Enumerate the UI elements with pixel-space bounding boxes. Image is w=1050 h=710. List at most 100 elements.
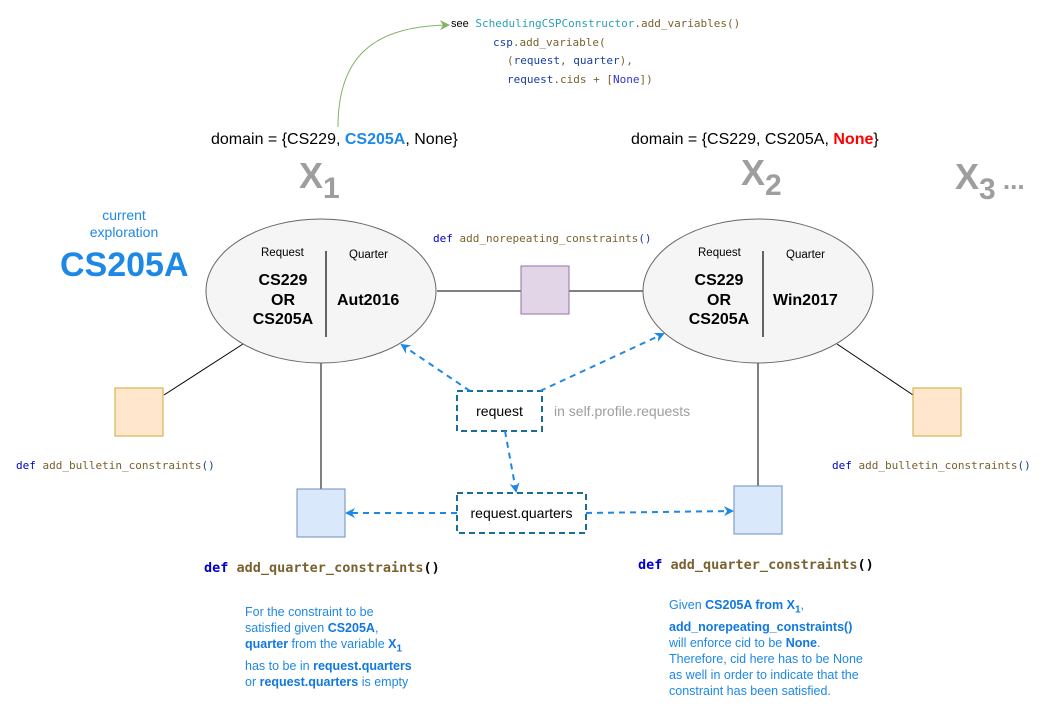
quarters-box-label: request.quarters <box>470 505 573 521</box>
note-left: For the constraint to be satisfied given… <box>245 604 412 690</box>
x1-request-value: CS229 <box>258 272 308 289</box>
norepeat-factor[interactable] <box>520 265 570 315</box>
domain-x1: domain = {CS229, CS205A, None} <box>211 131 458 149</box>
variable-x1-node[interactable] <box>205 218 437 364</box>
parens: () <box>857 557 874 573</box>
note-right: Given CS205A from X1, add_norepeating_co… <box>669 597 863 699</box>
function-name: add_norepeating_constraints <box>459 232 639 245</box>
note-text: or <box>245 674 260 689</box>
norepeat-label: def add_norepeating_constraints() <box>433 232 652 245</box>
parens: () <box>1017 459 1031 472</box>
note-text: from the variable <box>288 637 389 651</box>
quarter-factor-left[interactable] <box>296 488 346 538</box>
note-bold: CS205A <box>327 621 375 635</box>
code-add-variable: .add_variable( <box>512 35 606 49</box>
x1-letter: X <box>299 155 324 196</box>
exploration-value: CS205A <box>60 246 189 284</box>
x1-quarter-header: Quarter <box>349 249 388 261</box>
request-source-note: in self.profile.requests <box>554 403 691 419</box>
note-right-line: constraint has been satisfied. <box>669 683 831 698</box>
quarter-label-left: def add_quarter_constraints() <box>204 560 440 576</box>
note-text: will enforce cid to be <box>669 635 786 650</box>
request-box-label: request <box>476 403 523 419</box>
parens: () <box>638 232 652 245</box>
code-paren-close: ), <box>619 54 633 67</box>
function-name: add_quarter_constraints <box>670 557 858 573</box>
x2-request-value: CS205A <box>688 311 750 328</box>
def-keyword: def <box>204 560 229 576</box>
def-keyword: def <box>433 232 453 245</box>
note-right-line: as well in order to indicate that the <box>669 667 859 682</box>
class-name: SchedulingCSPConstructor <box>475 17 635 30</box>
method-name: .add_variables() <box>634 17 741 30</box>
note-text: Given <box>669 598 706 612</box>
x2-request-values: CS229 OR CS205A <box>679 271 759 330</box>
domain-x2-suffix: } <box>873 131 879 148</box>
note-text: is empty <box>358 674 409 689</box>
domain-x1-highlight: CS205A <box>344 131 406 148</box>
code-quarter: quarter <box>573 54 620 67</box>
def-keyword: def <box>832 459 852 472</box>
note-bold: add_norepeating_constraints() <box>669 619 853 634</box>
domain-x1-prefix: domain = {CS229, <box>211 131 345 148</box>
exploration-caption-line2: exploration <box>89 224 159 240</box>
parens: () <box>201 459 215 472</box>
x3-ellipsis: ... <box>995 165 1025 195</box>
reference-arrow <box>337 20 450 128</box>
quarter-factor-right[interactable] <box>733 485 783 535</box>
variable-x2-node[interactable] <box>642 218 874 364</box>
note-subscript: 1 <box>794 604 801 616</box>
x2-subscript: 2 <box>765 169 782 202</box>
code-end: ]) <box>639 72 653 86</box>
x1-quarter-value: Aut2016 <box>337 292 400 309</box>
x2-quarter-value: Win2017 <box>773 292 838 309</box>
note-text: , <box>800 598 805 612</box>
x3-subscript: 3 <box>979 173 996 206</box>
note-left-line: For the constraint to be <box>245 605 374 619</box>
note-text: . <box>816 635 821 650</box>
bulletin-factor-right[interactable] <box>912 387 962 437</box>
x1-request-values: CS229 OR CS205A <box>243 271 323 330</box>
x1-request-or: OR <box>271 291 295 309</box>
x3-letter: X <box>955 156 980 197</box>
request-box[interactable] <box>456 390 543 432</box>
code-paren-open: ( <box>507 54 514 67</box>
quarters-box[interactable] <box>456 492 587 534</box>
flow-request-to-x1 <box>400 343 471 392</box>
x1-request-value: CS205A <box>252 311 314 328</box>
edge-x2-bulletin <box>836 343 914 396</box>
note-bold: request.quarters <box>259 674 359 689</box>
code-cids: .cids + [ <box>553 72 613 86</box>
def-keyword: def <box>16 459 36 472</box>
x1-request-header: Request <box>261 247 304 259</box>
exploration-caption: current exploration <box>60 207 188 241</box>
note-text: satisfied given <box>245 621 328 635</box>
bulletin-factor-left[interactable] <box>114 387 164 437</box>
domain-x1-suffix: , None} <box>405 131 458 148</box>
x2-letter: X <box>741 152 766 193</box>
note-bold: quarter <box>245 637 289 651</box>
variable-x1-label: X1 <box>299 155 340 206</box>
x2-request-or: OR <box>707 291 731 309</box>
x2-request-value: CS229 <box>694 272 744 289</box>
bulletin-label-right: def add_bulletin_constraints() <box>832 459 1031 472</box>
variable-x3-label: X3 ... <box>955 156 1025 207</box>
flow-request-to-quarters <box>504 430 520 493</box>
see-label: see <box>451 18 469 30</box>
note-bold: CS205A from X <box>705 598 795 612</box>
flow-quarters-to-right <box>585 506 734 517</box>
variable-x2-label: X2 <box>741 152 782 203</box>
bulletin-label-left: def add_bulletin_constraints() <box>16 459 215 472</box>
x2-request-header: Request <box>698 247 741 259</box>
x1-subscript: 1 <box>323 172 340 205</box>
code-csp: csp <box>493 35 513 49</box>
code-sep: , <box>559 54 574 67</box>
note-text: has to be in <box>245 658 314 673</box>
note-subscript: 1 <box>396 643 403 655</box>
note-right-line: Therefore, cid here has to be None <box>669 651 863 666</box>
note-none-highlight: None <box>785 635 817 650</box>
parens: () <box>423 560 440 576</box>
code-reference: see SchedulingCSPConstructor.add_variabl… <box>451 15 740 89</box>
quarter-label-right: def add_quarter_constraints() <box>638 557 874 573</box>
